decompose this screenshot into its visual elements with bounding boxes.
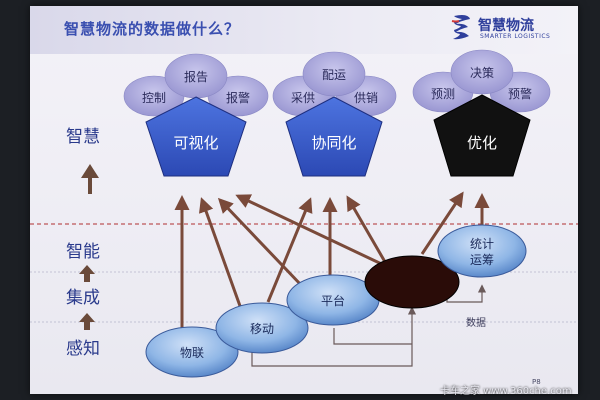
logistics-diagram: 智慧 智能 集成 感知 — [30, 49, 578, 378]
petal-label-alarm: 报警 — [226, 90, 250, 105]
petal-label-supply-sales: 供销 — [354, 91, 378, 105]
brand-subtitle: SMARTER LOGISTICS — [480, 33, 551, 40]
node-mobile — [215, 302, 309, 354]
group-label-collaborate: 协同化 — [311, 134, 356, 152]
page-number: P8 — [532, 378, 541, 386]
group-visualize: 控制 报告 报警 可视化 — [123, 53, 269, 177]
up-arrow-icon — [79, 313, 95, 330]
petal-label-control: 控制 — [142, 91, 166, 105]
petal-label-distribution: 配运 — [322, 68, 346, 82]
level-label-intelligence: 智能 — [66, 242, 100, 262]
petal-distribution — [302, 51, 366, 97]
petal-label-procure: 采供 — [291, 91, 315, 105]
group-collaborate: 采供 配运 供销 协同化 — [272, 51, 397, 177]
data-label: 数据 — [466, 316, 486, 329]
petal-label-report: 报告 — [184, 69, 208, 84]
connector-arrows — [174, 191, 490, 328]
header-band — [30, 6, 578, 54]
level-label-wisdom: 智慧 — [66, 127, 100, 147]
node-data-core — [364, 255, 460, 309]
node-label-iot: 物联 — [180, 346, 204, 360]
group-label-visualize: 可视化 — [173, 134, 218, 152]
up-arrow-icon — [81, 164, 99, 194]
brand-logo-icon — [451, 15, 470, 40]
node-label-analytics: 统计 — [470, 237, 494, 251]
group-label-optimize: 优化 — [467, 134, 497, 152]
petal-label-warning: 预警 — [508, 86, 532, 101]
pentagon-collaborate — [285, 96, 383, 177]
slide: 智慧物流的数据做什么？ 智慧物流 SMARTER LOGISTICS — [30, 6, 578, 394]
petal-decision — [450, 49, 514, 95]
pentagon-optimize — [433, 94, 531, 177]
group-optimize: 预测 决策 预警 优化 — [412, 49, 551, 177]
node-iot — [145, 326, 239, 378]
up-arrow-icon — [79, 265, 95, 282]
node-label-analytics-line2: 运筹 — [470, 253, 494, 267]
node-label-platform: 平台 — [321, 293, 345, 308]
pentagon-visualize — [145, 96, 247, 177]
node-analytics — [437, 224, 527, 278]
watermark: 卡车之家 www.360che.com — [440, 386, 572, 397]
brand-name: 智慧物流 — [478, 18, 534, 34]
petal-label-decision: 决策 — [470, 66, 494, 80]
node-label-mobile: 移动 — [250, 322, 274, 336]
petal-label-forecast: 预测 — [431, 87, 455, 101]
slide-title: 智慧物流的数据做什么？ — [64, 20, 241, 38]
level-label-perception: 感知 — [66, 339, 100, 359]
level-label-integration: 集成 — [66, 288, 100, 308]
